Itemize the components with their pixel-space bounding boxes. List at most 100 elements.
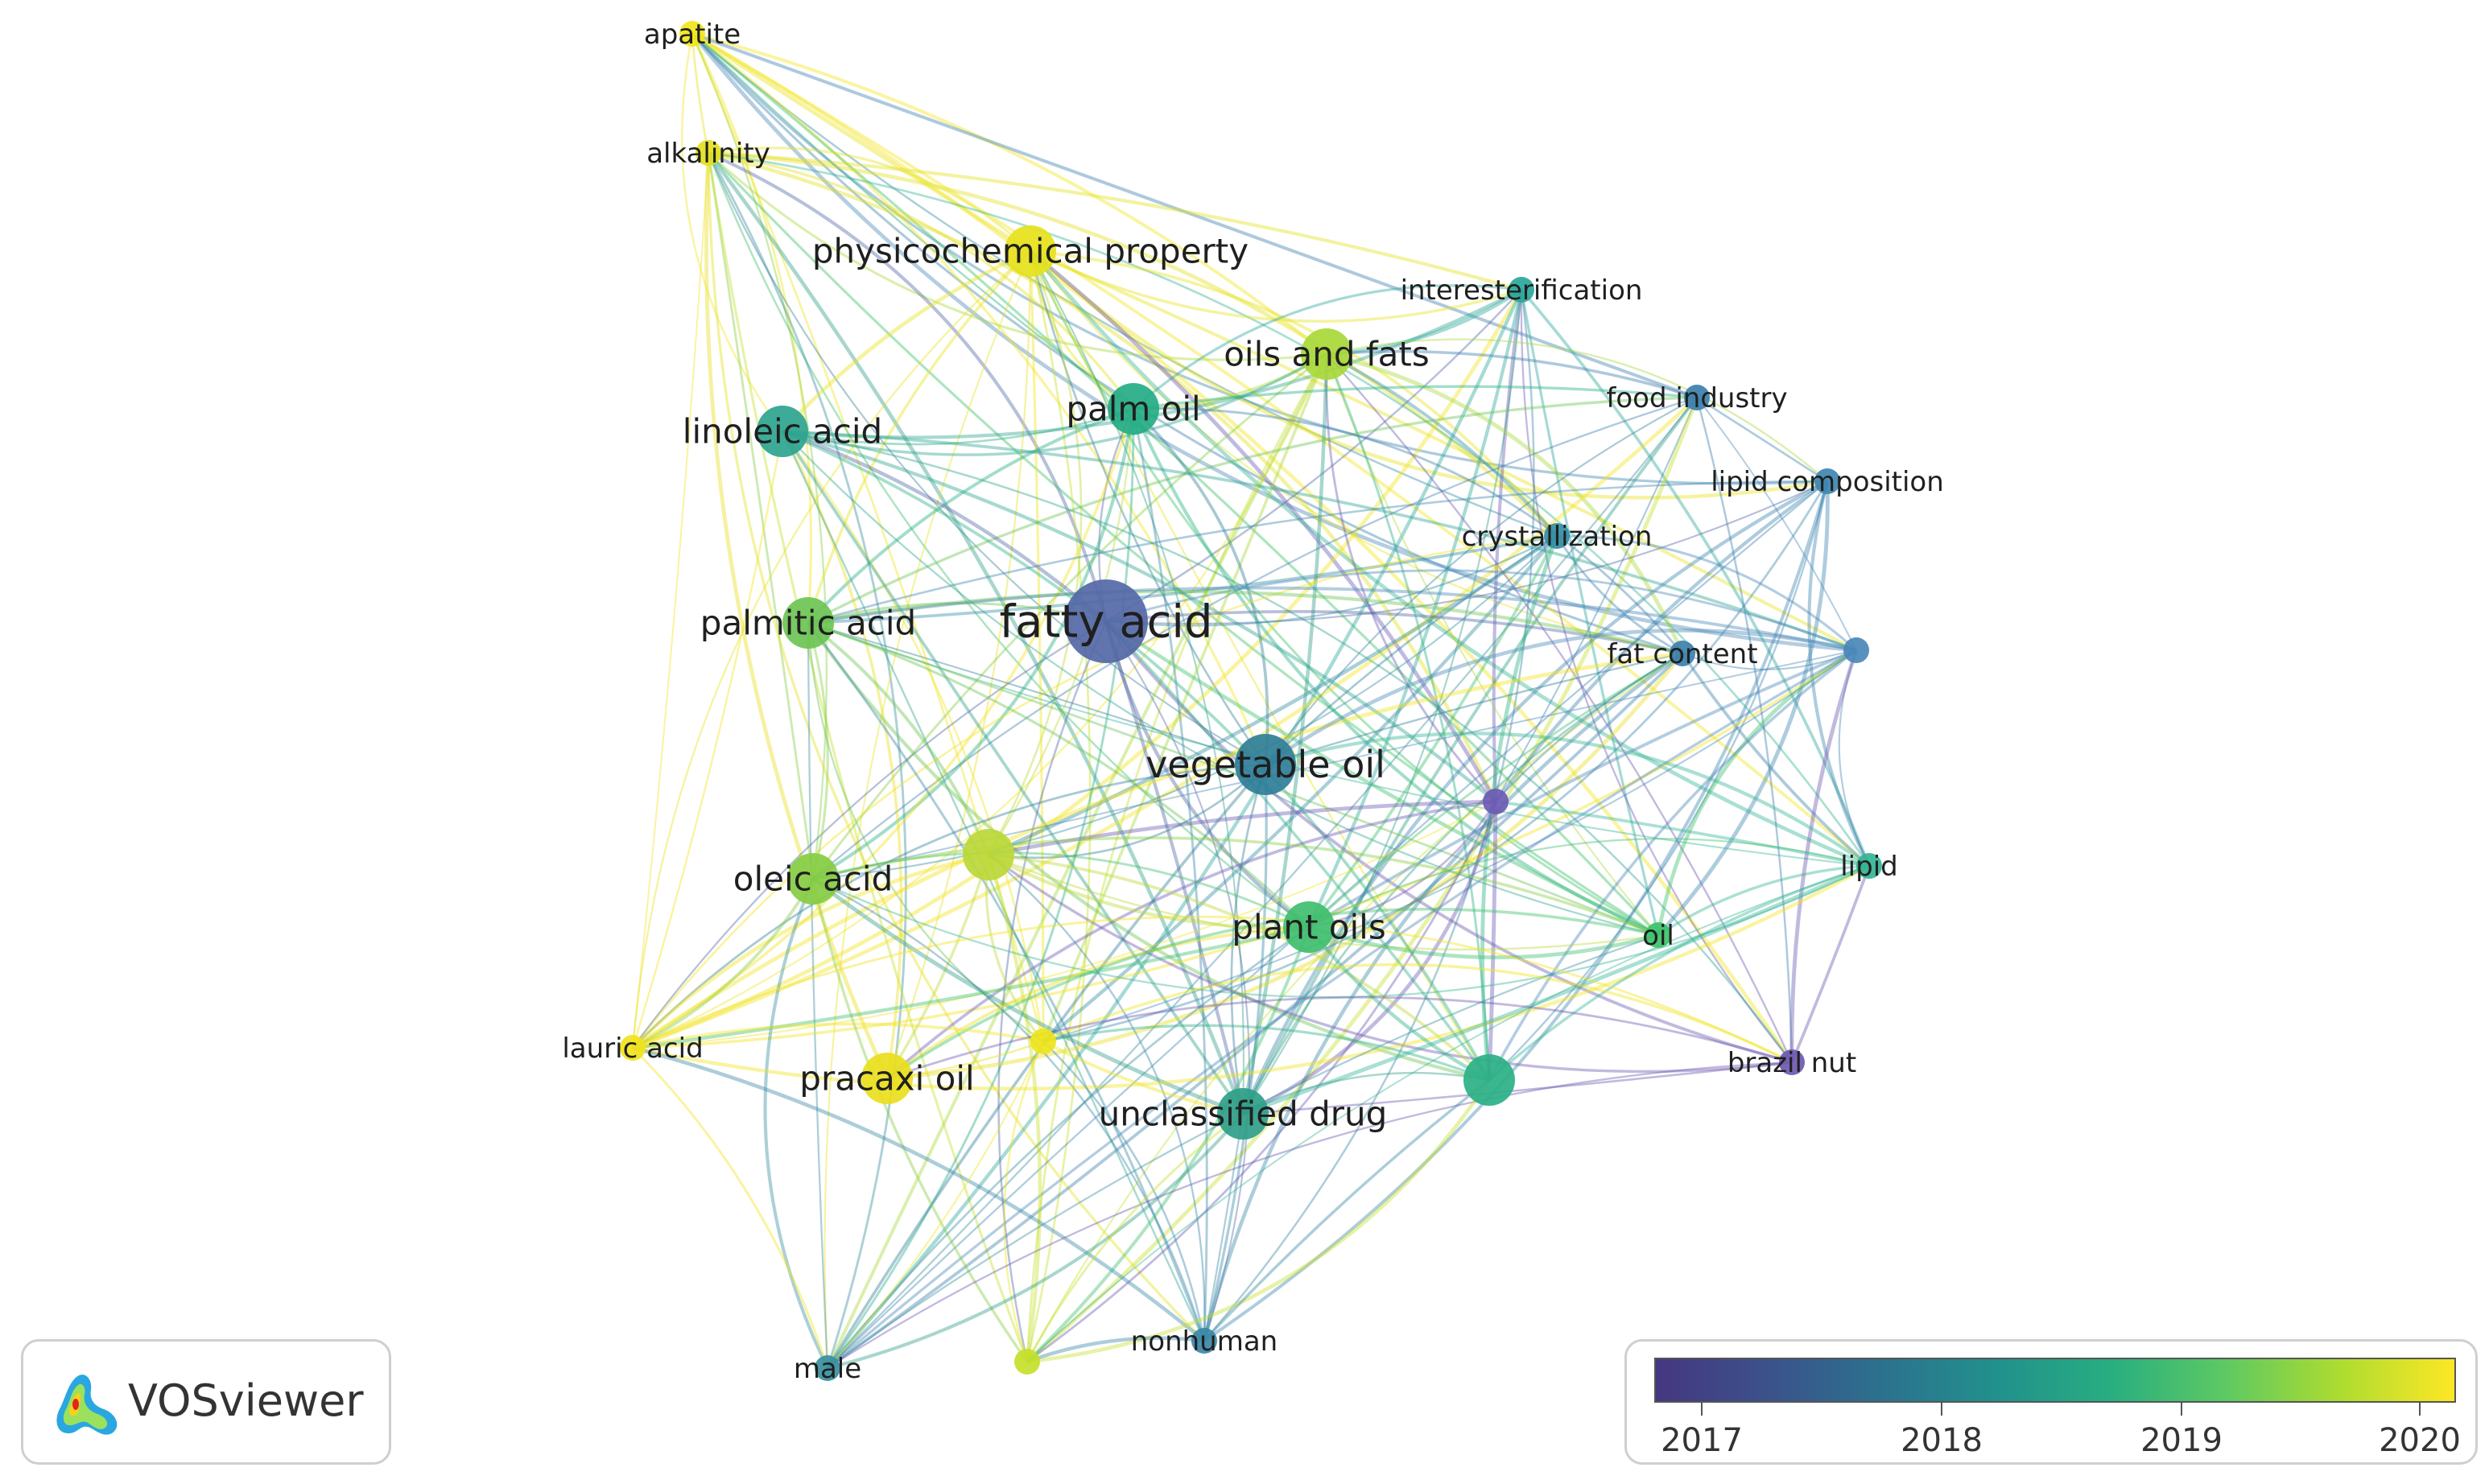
edge-interesterification-fatty-acid	[1105, 289, 1522, 623]
label-lauric-acid[interactable]: lauric acid	[562, 1033, 703, 1065]
edge-fat-content-nonhuman	[1202, 652, 1684, 1342]
node-linoleic-acid[interactable]	[757, 406, 808, 457]
edge-lipid-composition-nonhuman	[1203, 480, 1829, 1342]
legend-tick-2018	[1941, 1403, 1942, 1416]
label-layer: apatite alkalinity physicochemical propert…	[562, 19, 1943, 1385]
edge-oleic-acid-unclassified-drug	[811, 877, 1244, 1116]
label-alkalinity[interactable]: alkalinity	[646, 138, 770, 170]
edge-palm-oil-lauric-acid	[632, 408, 1135, 1049]
label-oleic-acid[interactable]: oleic acid	[733, 859, 893, 899]
edge-physicochemical-property-lauric-acid	[631, 250, 1031, 1049]
label-lipid[interactable]: lipid	[1840, 851, 1898, 883]
edge-linoleic-acid-pracaxi-oil	[781, 431, 903, 1079]
node-alkalinity[interactable]	[696, 140, 721, 166]
node-lauric-acid[interactable]	[620, 1035, 646, 1061]
edge-palm-oil-palmitic-acid	[807, 407, 1134, 625]
edge-lipid-composition-oil	[1657, 480, 1830, 937]
edge-food-industry-unlabeled-blue	[1696, 397, 1857, 651]
label-physicochemical-property[interactable]: physicochemical property	[812, 232, 1249, 271]
node-unlabeled-lime[interactable]	[1014, 1349, 1040, 1375]
node-lipid[interactable]	[1856, 853, 1882, 879]
edge-palmitic-acid-lipid	[807, 622, 1870, 868]
edge-palm-oil-oleic-acid	[811, 408, 1136, 880]
edge-oil-pracaxi-oil	[885, 907, 1659, 1080]
label-palmitic-acid[interactable]: palmitic acid	[700, 604, 916, 643]
edge-palmitic-acid-oil	[807, 621, 1659, 937]
node-physicochemical-property[interactable]	[1005, 225, 1056, 277]
edge-alkalinity-lauric-acid	[632, 152, 709, 1049]
node-unlabeled-yellowgreen[interactable]	[963, 829, 1014, 880]
label-food-industry[interactable]: food industry	[1606, 382, 1787, 414]
edge-linoleic-acid-unlabeled-purple	[782, 429, 1497, 803]
node-oils-and-fats[interactable]	[1301, 328, 1352, 380]
label-palm-oil[interactable]: palm oil	[1066, 390, 1200, 429]
node-unlabeled-teal[interactable]	[1463, 1054, 1515, 1106]
edge-fatty-acid-nonhuman	[1105, 620, 1250, 1342]
label-apatite[interactable]: apatite	[644, 19, 741, 51]
label-lipid-composition[interactable]: lipid composition	[1711, 466, 1944, 498]
node-palmitic-acid[interactable]	[782, 597, 834, 649]
node-vegetable-oil[interactable]	[1235, 734, 1296, 795]
edge-oleic-acid-nonhuman	[812, 877, 1206, 1342]
label-fatty-acid[interactable]: fatty acid	[999, 596, 1212, 649]
label-interesterification[interactable]: interesterification	[1401, 274, 1643, 307]
node-oil[interactable]	[1645, 922, 1671, 948]
label-vegetable-oil[interactable]: vegetable oil	[1145, 743, 1385, 786]
edge-crystallization-unlabeled-yellow	[1042, 534, 1558, 1043]
edge-crystallization-plant-oils	[1307, 535, 1558, 929]
edge-lipid-lauric-acid	[632, 864, 1871, 1091]
node-pracaxi-oil[interactable]	[861, 1053, 913, 1104]
label-oil[interactable]: oil	[1642, 920, 1674, 952]
label-unclassified-drug[interactable]: unclassified drug	[1099, 1094, 1388, 1134]
node-unclassified-drug[interactable]	[1217, 1088, 1269, 1140]
label-linoleic-acid[interactable]: linoleic acid	[683, 412, 882, 451]
edge-alkalinity-oil	[707, 151, 1659, 937]
legend-tick-2020	[2419, 1403, 2421, 1416]
node-lipid-composition[interactable]	[1814, 468, 1840, 494]
label-crystallization[interactable]: crystallization	[1462, 521, 1653, 553]
node-palm-oil[interactable]	[1108, 383, 1159, 435]
label-pracaxi-oil[interactable]: pracaxi oil	[799, 1059, 974, 1099]
edge-alkalinity-unlabeled-lime	[707, 152, 1029, 1362]
label-fat-content[interactable]: fat content	[1607, 638, 1757, 670]
edge-unlabeled-yellow-unclassified-drug	[1042, 1040, 1244, 1115]
edge-alkalinity-crystallization	[708, 150, 1558, 538]
node-crystallization[interactable]	[1544, 523, 1570, 549]
edge-interesterification-lauric-acid	[632, 288, 1524, 1050]
edge-lauric-acid-male	[631, 1046, 829, 1369]
legend-tick-2019	[2181, 1403, 2182, 1416]
edge-oils-and-fats-unlabeled-purple	[1325, 353, 1497, 802]
edge-oils-and-fats-lauric-acid	[632, 353, 1328, 1049]
node-oleic-acid[interactable]	[787, 853, 839, 905]
legend-label-2017: 2017	[1661, 1422, 1743, 1459]
edge-unlabeled-yellowgreen-unlabeled-teal	[988, 853, 1491, 1082]
edge-unlabeled-yellowgreen-brazil-nut	[988, 853, 1793, 1074]
node-plant-oils[interactable]	[1283, 901, 1335, 953]
node-fatty-acid[interactable]	[1064, 579, 1148, 663]
edge-crystallization-unlabeled-blue	[1556, 534, 1858, 652]
node-male[interactable]	[815, 1355, 840, 1381]
node-unlabeled-blue[interactable]	[1843, 637, 1869, 663]
edge-alkalinity-fatty-acid	[708, 151, 1108, 622]
label-nonhuman[interactable]: nonhuman	[1131, 1325, 1278, 1358]
edge-fatty-acid-brazil-nut	[1104, 620, 1793, 1064]
node-layer	[620, 21, 1882, 1381]
node-unlabeled-purple[interactable]	[1483, 789, 1509, 814]
label-male[interactable]: male	[794, 1353, 861, 1385]
edge-alkalinity-unlabeled-purple	[708, 150, 1498, 802]
node-unlabeled-yellow[interactable]	[1030, 1028, 1056, 1054]
node-interesterification[interactable]	[1509, 277, 1534, 303]
edge-pracaxi-oil-brazil-nut	[886, 996, 1793, 1080]
edge-lipid-unlabeled-teal	[1488, 864, 1870, 1082]
node-nonhuman[interactable]	[1191, 1328, 1217, 1354]
edge-oleic-acid-plant-oils	[812, 851, 1310, 929]
node-brazil-nut[interactable]	[1779, 1049, 1805, 1075]
node-fat-content[interactable]	[1670, 641, 1695, 666]
node-food-industry[interactable]	[1684, 385, 1710, 410]
label-brazil-nut[interactable]: brazil nut	[1727, 1047, 1856, 1079]
node-apatite[interactable]	[679, 21, 705, 47]
edge-plant-oils-unlabeled-teal	[1307, 925, 1491, 1082]
label-oils-and-fats[interactable]: oils and fats	[1224, 335, 1430, 374]
edge-palmitic-acid-plant-oils	[807, 621, 1311, 929]
label-plant-oils[interactable]: plant oils	[1232, 908, 1385, 947]
